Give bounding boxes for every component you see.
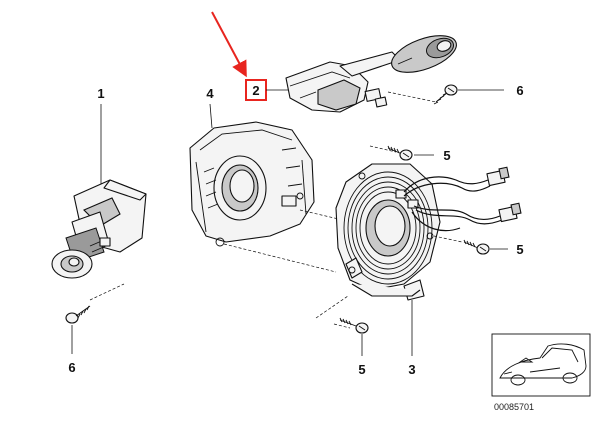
part-2-switch-stalk bbox=[285, 35, 457, 113]
callout-2: 2 bbox=[252, 83, 259, 98]
callout-6-upper: 6 bbox=[516, 83, 523, 98]
leader-5-lower-dash-b bbox=[333, 323, 351, 329]
screw-icon bbox=[433, 84, 458, 105]
part-3-clock-spring bbox=[335, 163, 441, 301]
leader-6-lower-dash bbox=[89, 283, 125, 301]
callout-1: 1 bbox=[97, 86, 104, 101]
reference-code: 00085701 bbox=[494, 402, 534, 412]
callout-5-upper: 5 bbox=[443, 148, 450, 163]
screw-icon bbox=[65, 305, 91, 324]
leader-6-upper-dash bbox=[387, 91, 437, 103]
screw-icon bbox=[387, 145, 413, 161]
leader-5-right-dash bbox=[433, 235, 463, 243]
screw-icon bbox=[463, 239, 490, 255]
part-4-housing bbox=[189, 121, 315, 247]
leader-5-lower-dash-a bbox=[315, 295, 349, 319]
screw-icon bbox=[339, 317, 369, 334]
leader-4-dash bbox=[223, 243, 337, 273]
part-1-ignition-lock bbox=[51, 179, 147, 279]
wiring-harness bbox=[403, 166, 522, 232]
leader-5-upper-dash bbox=[369, 145, 397, 153]
callout-6-lower: 6 bbox=[68, 360, 75, 375]
callout-5-lower: 5 bbox=[358, 362, 365, 377]
callout-3: 3 bbox=[408, 362, 415, 377]
vehicle-thumbnail bbox=[491, 333, 591, 397]
callout-5-right: 5 bbox=[516, 242, 523, 257]
leader-4 bbox=[209, 103, 213, 129]
callout-4: 4 bbox=[206, 86, 214, 101]
red-arrow-icon bbox=[211, 11, 247, 78]
